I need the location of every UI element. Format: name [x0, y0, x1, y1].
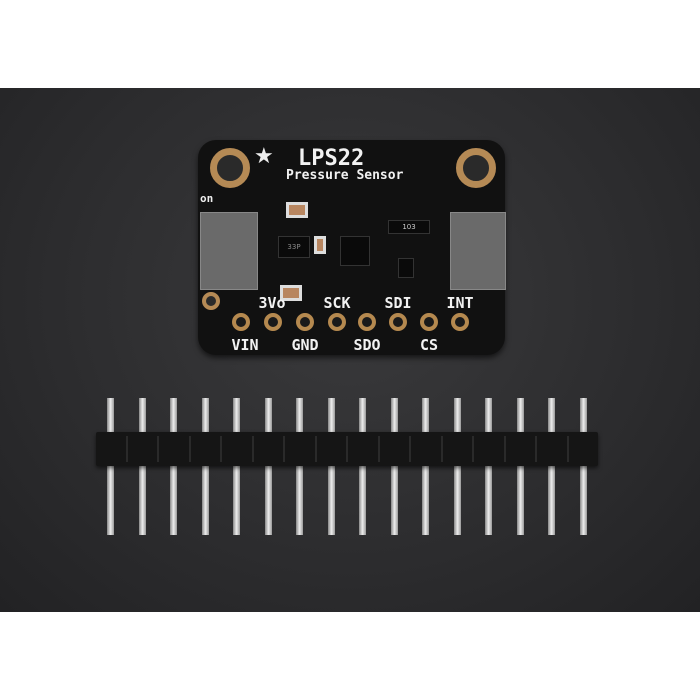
- on-led-label: on: [200, 192, 214, 205]
- pin-label-sdo: SDO: [353, 336, 381, 354]
- pin-label-sck: SCK: [323, 294, 351, 312]
- header-segment-divider: [220, 436, 222, 462]
- stemma-qt-connector-right: [450, 212, 506, 290]
- header-pin: [201, 398, 209, 535]
- pin-pad-sdo: [358, 313, 376, 331]
- header-pin: [107, 398, 114, 535]
- pin-pad-vin: [232, 313, 250, 331]
- capacitor: [280, 285, 302, 301]
- lps22-breakout-board: ★ LPS22 Pressure Sensor on 33P 103 3Vo S…: [198, 140, 506, 355]
- pin-pad-3vo: [264, 313, 282, 331]
- header-pin: [422, 398, 429, 535]
- header-segment-divider: [346, 436, 348, 462]
- header-segment-divider: [157, 436, 159, 462]
- pin-label-sdi: SDI: [384, 294, 412, 312]
- stemma-qt-connector-left: [200, 212, 258, 290]
- header-segment-divider: [283, 436, 285, 462]
- board-title: LPS22: [298, 146, 365, 171]
- pin-label-int: INT: [446, 294, 474, 312]
- header-segment-divider: [472, 436, 474, 462]
- regulator-chip: 33P: [278, 236, 310, 258]
- mounting-hole-right: [456, 148, 496, 188]
- header-segment-divider: [503, 436, 506, 462]
- header-segment-divider: [409, 436, 411, 462]
- pin-label-gnd: GND: [291, 336, 319, 354]
- header-pin: [548, 398, 555, 535]
- mounting-hole-small: [202, 292, 220, 310]
- header-pin: [296, 398, 303, 535]
- level-shifter-chip: [398, 258, 414, 278]
- resistor-network: 103: [388, 220, 430, 234]
- capacitor: [286, 202, 308, 218]
- header-pin: [138, 398, 146, 535]
- pin-label-cs: CS: [419, 336, 439, 354]
- header-pin: [516, 398, 524, 535]
- capacitor: [314, 236, 326, 254]
- pin-pad-cs: [420, 313, 438, 331]
- header-pin: [233, 398, 240, 535]
- header-segment-divider: [125, 436, 128, 462]
- pin-pad-sck: [328, 313, 346, 331]
- header-pin: [579, 398, 587, 535]
- header-pin: [453, 398, 461, 535]
- header-pin: [359, 398, 366, 535]
- header-segment-divider: [377, 436, 380, 462]
- header-segment-divider: [440, 436, 443, 462]
- adafruit-star-logo: ★: [254, 144, 274, 169]
- lps22-sensor-chip: [340, 236, 370, 266]
- header-segment-divider: [314, 436, 317, 462]
- header-pin: [170, 398, 177, 535]
- header-segment-divider: [566, 436, 569, 462]
- pin-pad-gnd: [296, 313, 314, 331]
- header-pin: [327, 398, 335, 535]
- header-segment-divider: [251, 436, 254, 462]
- header-pin: [264, 398, 272, 535]
- pin-label-3vo: 3Vo: [258, 294, 286, 312]
- header-segment-divider: [535, 436, 537, 462]
- mounting-hole-left: [210, 148, 250, 188]
- header-pin: [390, 398, 398, 535]
- pin-pad-int: [451, 313, 469, 331]
- pin-label-vin: VIN: [231, 336, 259, 354]
- pin-pad-sdi: [389, 313, 407, 331]
- header-segment-divider: [188, 436, 191, 462]
- board-subtitle: Pressure Sensor: [286, 168, 404, 183]
- header-pin: [485, 398, 492, 535]
